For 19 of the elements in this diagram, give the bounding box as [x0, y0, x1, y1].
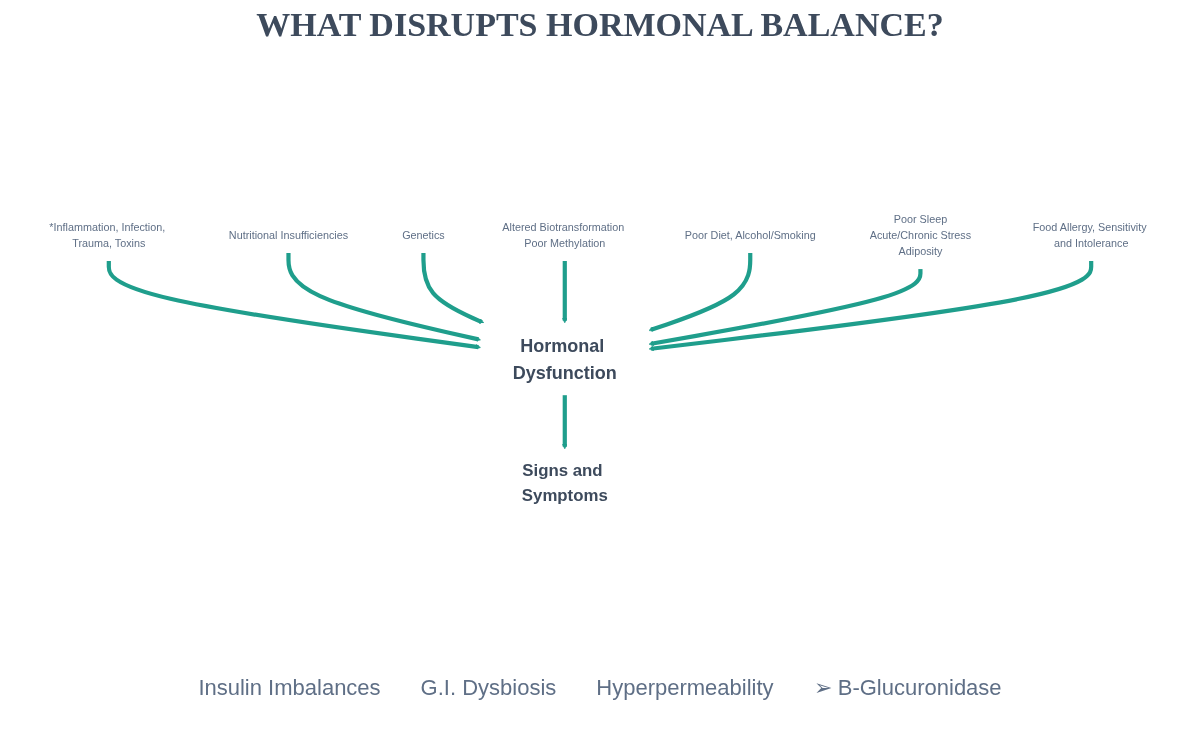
arrow: [421, 252, 485, 325]
arrow: [562, 261, 568, 324]
node-text: Nutritional Insufficiencies: [228, 229, 349, 242]
node-text: Food Allergy, Sensitivity and Intolerance: [1032, 221, 1147, 250]
factor-label: ➢ B-Glucuronidase: [813, 675, 1002, 701]
factor-label: G.I. Dysbiosis: [420, 675, 557, 701]
node-text: *Inflammation, Infection, Trauma, Toxins: [49, 221, 166, 250]
arrow: [286, 252, 481, 342]
node-text: Poor Diet, Alcohol/Smoking: [684, 229, 816, 242]
node-text: Signs and Symptoms: [521, 461, 608, 505]
node-text: Altered Biotransformation Poor Methylation: [502, 221, 625, 250]
arrow: [648, 252, 753, 332]
node-text: Hormonal Dysfunction: [512, 335, 617, 383]
factor-label: Insulin Imbalances: [198, 675, 381, 701]
factor-label: Hyperpermeability: [596, 675, 774, 701]
title: WHAT DISRUPTS HORMONAL BALANCE?: [255, 6, 945, 44]
arrow: [562, 395, 568, 450]
node-text: Poor Sleep Acute/Chronic Stress Adiposity: [869, 213, 972, 258]
node-text: Genetics: [402, 229, 445, 242]
